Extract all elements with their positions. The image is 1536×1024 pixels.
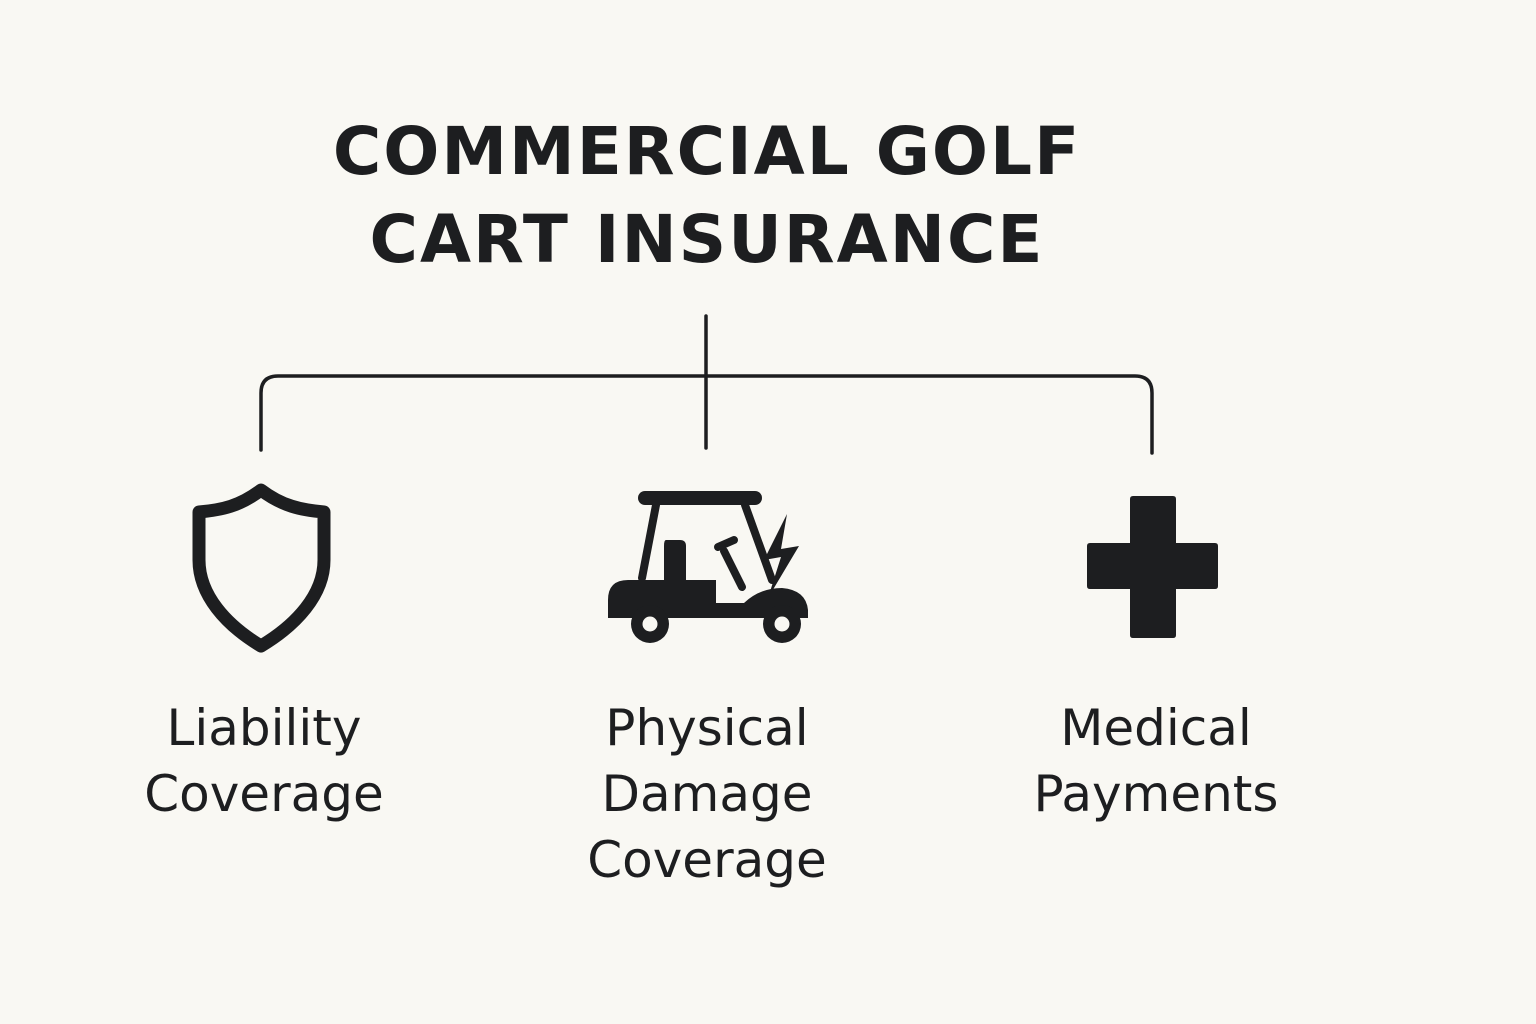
shield-icon (192, 483, 331, 653)
branch-label-medical-payments: Medical Payments (976, 695, 1336, 827)
connector-lines (259, 314, 1154, 455)
connector-bracket (259, 374, 1154, 455)
branch-label-physical-damage: Physical Damage Coverage (527, 695, 887, 893)
branch-label-line: Coverage (144, 765, 384, 823)
branch-label-liability: Liability Coverage (84, 695, 444, 827)
diagram-title-line-1: COMMERCIAL GOLF (332, 113, 1082, 190)
branch-label-line: Damage (601, 765, 813, 823)
diagram-title-line-2: CART INSURANCE (369, 201, 1045, 278)
medical-cross-icon (1087, 496, 1218, 638)
branch-label-line: Medical (1060, 699, 1252, 757)
branch-label-line: Physical (605, 699, 809, 757)
branch-label-line: Liability (166, 699, 362, 757)
branch-label-line: Payments (1033, 765, 1279, 823)
golf-cart-lightning-icon (608, 491, 808, 643)
branch-label-line: Coverage (587, 831, 827, 889)
